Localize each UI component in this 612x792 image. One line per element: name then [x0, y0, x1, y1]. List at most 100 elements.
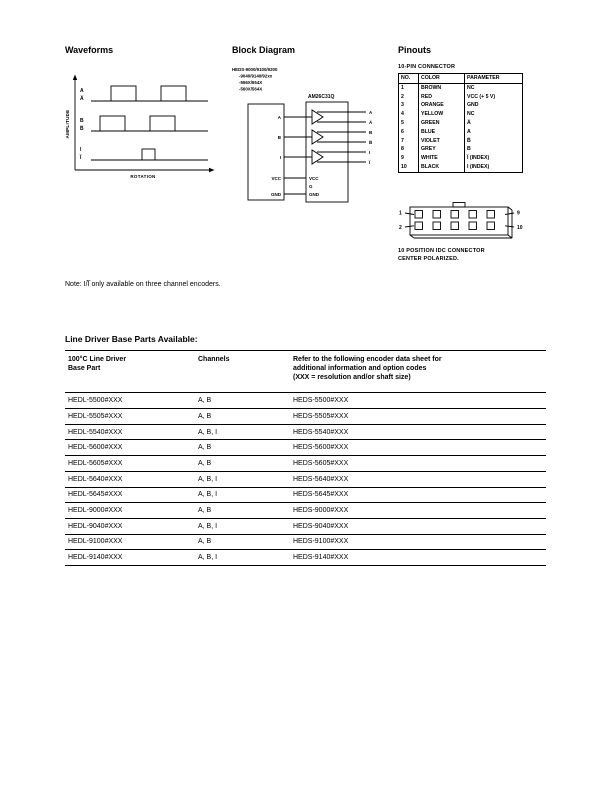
- connector-note-line-2: CENTER POLARIZED.: [398, 256, 459, 262]
- pinout-cell-color: VIOLET: [418, 136, 465, 146]
- buffer-b-icon: [311, 129, 324, 145]
- parts-cell-channels: A, B: [198, 397, 212, 405]
- parts-table-row: HEDL-9140#XXX A, B, I HEDS-9140#XXX: [65, 550, 546, 566]
- pinout-row: 10 BLACK I (INDEX): [399, 162, 523, 173]
- pinout-row: 6 BLUE A: [399, 127, 523, 137]
- parts-cell-base-part: HEDL-5640#XXX: [68, 475, 123, 483]
- connector-heading: 10-PIN CONNECTOR: [398, 64, 456, 70]
- parts-cell-channels: A, B: [198, 412, 212, 420]
- pinout-row: 9 WHITE I̅ (INDEX): [399, 154, 523, 163]
- connector-pin-1: 1: [399, 211, 402, 217]
- parts-header-col3-line2: additional information and option codes: [293, 364, 427, 372]
- connector-note-line-1: 10 POSITION IDC CONNECTOR: [398, 248, 485, 254]
- output-a: A: [369, 110, 373, 115]
- block-diagram-title: Block Diagram: [232, 45, 296, 55]
- encoder-box: [247, 103, 285, 201]
- parts-table-row: HEDL-9000#XXX A, B HEDS-9000#XXX: [65, 503, 546, 519]
- amplitude-axis-label: AMPLITUDE: [65, 110, 70, 139]
- encoder-pin-gnd: GND: [271, 192, 282, 197]
- parts-cell-base-part: HEDL-5500#XXX: [68, 397, 123, 405]
- parts-cell-base-part: HEDL-9140#XXX: [68, 554, 123, 562]
- pinout-header-row: NO. COLOR PARAMETER: [398, 73, 523, 84]
- pinout-row: 4 YELLOW NC: [399, 110, 523, 119]
- label-i-bar: I̅: [79, 154, 83, 161]
- waveform-channel-labels: A A̅ B B̅ I I̅: [79, 88, 84, 161]
- waveform-axes: [74, 78, 210, 171]
- parts-cell-data-sheet: HEDS-9100#XXX: [293, 538, 349, 546]
- parts-table-row: HEDL-5645#XXX A, B, I HEDS-5645#XXX: [65, 488, 546, 504]
- pinout-row: 8 GREY B: [399, 145, 523, 155]
- pinout-cell-no: 5: [401, 119, 404, 126]
- parts-cell-data-sheet: HEDS-5505#XXX: [293, 412, 349, 420]
- parts-cell-base-part: HEDL-5540#XXX: [68, 428, 123, 436]
- pinouts-title: Pinouts: [398, 45, 431, 55]
- parts-header-col1-line1: 100°C Line Driver: [68, 356, 127, 363]
- parts-cell-channels: A, B, I: [198, 475, 218, 483]
- parts-header-col3-line3: (XXX = resolution and/or shaft size): [293, 373, 411, 381]
- y-axis-arrow-icon: [72, 74, 78, 80]
- waveform-a-trace: [91, 85, 208, 102]
- parts-header-col3-line1: Refer to the following encoder data shee…: [293, 356, 442, 363]
- parts-cell-channels: A, B: [198, 444, 212, 452]
- connector-pin-numbers: 1 9 2 10: [399, 211, 523, 232]
- parts-table: 100°C Line Driver Base Part Channels Ref…: [65, 350, 546, 566]
- parts-table-row: HEDL-5640#XXX A, B, I HEDS-5640#XXX: [65, 472, 546, 488]
- pinout-cell-parameter: A̅: [464, 118, 523, 128]
- encoder-pin-a: A: [278, 115, 282, 120]
- pinout-cell-parameter: I (INDEX): [464, 162, 523, 173]
- pinout-cell-no: 7: [401, 137, 404, 144]
- parts-cell-base-part: HEDL-9100#XXX: [68, 538, 123, 546]
- encoder-part-line-1: HEDS-9000/9100/9200: [232, 67, 278, 72]
- encoder-pin-vcc: VCC: [271, 176, 281, 181]
- block-diagram: HEDS-9000/9100/9200 -9040/9140/92xx -556…: [232, 67, 373, 203]
- parts-cell-data-sheet: HEDS-5645#XXX: [293, 491, 349, 499]
- pinout-cell-no: 1: [401, 84, 404, 91]
- parts-header-col1: 100°C Line Driver Base Part: [68, 356, 198, 382]
- output-b-bar: B̅: [369, 139, 373, 145]
- parts-cell-data-sheet: HEDS-5640#XXX: [293, 475, 349, 483]
- encoder-part-line-4: -560X/564X: [239, 87, 262, 92]
- parts-cell-channels: A, B, I: [198, 491, 218, 499]
- rotation-axis-label: ROTATION: [130, 174, 155, 179]
- pinout-row: 2 RED VCC (+ 5 V): [399, 92, 523, 102]
- encoder-pin-i: I: [280, 155, 281, 160]
- parts-cell-channels: A, B, I: [198, 428, 218, 436]
- parts-cell-data-sheet: HEDS-5600#XXX: [293, 444, 349, 452]
- connector-pin-2: 2: [399, 225, 402, 231]
- pinout-header-parameter: PARAMETER: [464, 73, 523, 84]
- parts-cell-base-part: HEDL-9000#XXX: [68, 507, 123, 515]
- parts-table-row: HEDL-5505#XXX A, B HEDS-5505#XXX: [65, 409, 546, 425]
- driver-pin-gnd: GND: [309, 192, 320, 197]
- buffer-a-icon: [311, 109, 324, 125]
- parts-table-row: HEDL-9100#XXX A, B HEDS-9100#XXX: [65, 535, 546, 551]
- parts-table-row: HEDL-5605#XXX A, B HEDS-5605#XXX: [65, 456, 546, 472]
- output-i: I: [369, 150, 370, 155]
- pinout-header-no: NO.: [401, 75, 411, 81]
- driver-pin-g: G: [309, 184, 313, 189]
- parts-cell-channels: A, B, I: [198, 522, 218, 530]
- encoder-part-numbers: HEDS-9000/9100/9200 -9040/9140/92xx -556…: [232, 67, 278, 92]
- parts-header-col2: Channels: [198, 356, 230, 363]
- pinout-table: NO. COLOR PARAMETER 1 BROWN NC 2 RED VCC…: [398, 73, 523, 173]
- buffer-i-icon: [311, 149, 324, 165]
- pinout-row: 5 GREEN A̅: [399, 118, 523, 128]
- connector-pin-9: 9: [517, 211, 520, 217]
- encoder-part-line-2: -9040/9140/92xx: [239, 74, 273, 79]
- parts-cell-data-sheet: HEDS-9000#XXX: [293, 507, 349, 515]
- label-a-bar: A̅: [80, 95, 84, 102]
- parts-cell-channels: A, B: [198, 507, 212, 515]
- waveforms-title: Waveforms: [65, 45, 114, 55]
- polarization-key: [452, 202, 466, 208]
- parts-cell-data-sheet: HEDS-5540#XXX: [293, 428, 349, 436]
- pinout-cell-color: RED: [418, 92, 465, 102]
- parts-cell-channels: A, B, I: [198, 554, 218, 562]
- pinout-cell-parameter: VCC (+ 5 V): [464, 92, 523, 102]
- output-a-bar: A̅: [369, 119, 373, 125]
- parts-table-row: HEDL-9040#XXX A, B, I HEDS-9040#XXX: [65, 519, 546, 535]
- parts-cell-data-sheet: HEDS-5605#XXX: [293, 459, 349, 467]
- connector-body: [404, 202, 515, 239]
- parts-cell-data-sheet: HEDS-5500#XXX: [293, 397, 349, 405]
- pinout-row: 3 ORANGE GND: [399, 101, 523, 111]
- pinout-cell-parameter: I̅ (INDEX): [464, 154, 523, 163]
